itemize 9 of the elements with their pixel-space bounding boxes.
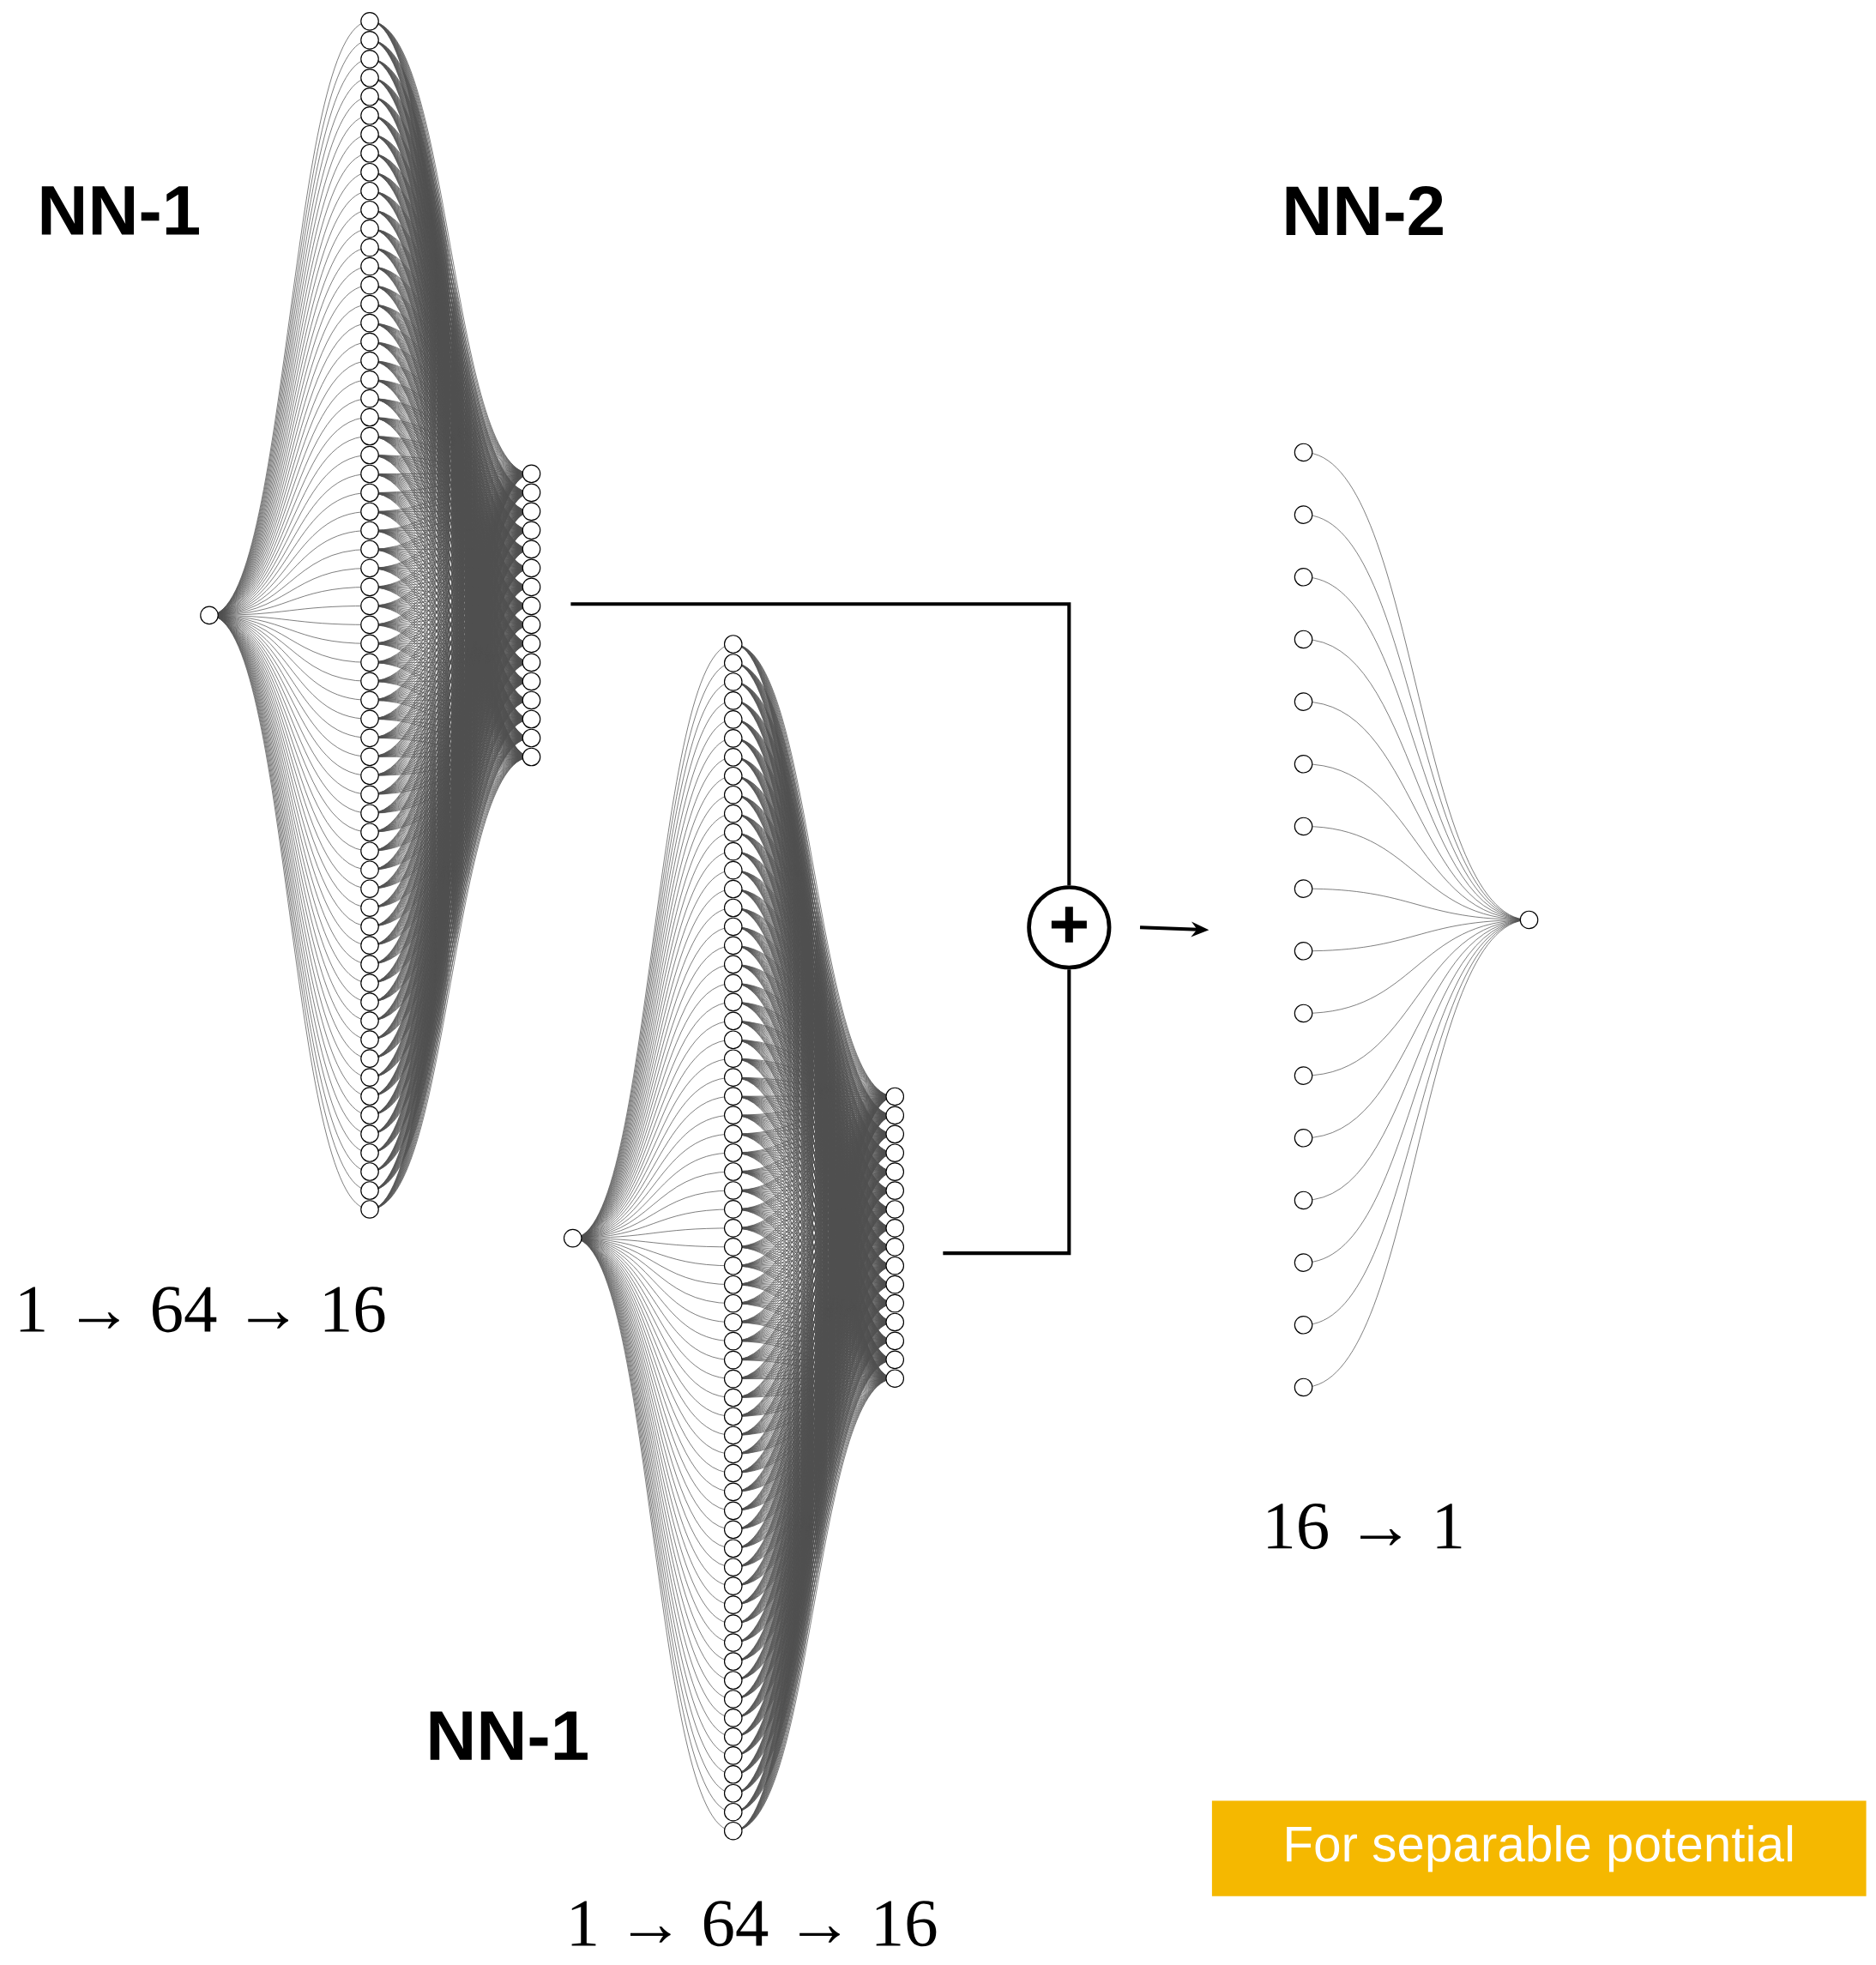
network-title: NN-1 (41, 186, 199, 235)
layer-sizes: 16 → 1 (1268, 1504, 1462, 1550)
connector (943, 969, 1071, 1256)
layer-sizes: 1 → 64 → 16 (571, 1901, 937, 1947)
network-title: NN-1 (430, 1711, 588, 1760)
network-title: NN-2 (1286, 185, 1443, 236)
caption-banner: For separable potential (1211, 1800, 1867, 1896)
connector (570, 602, 1071, 886)
layer-sizes: 1 → 64 → 16 (20, 1287, 385, 1333)
